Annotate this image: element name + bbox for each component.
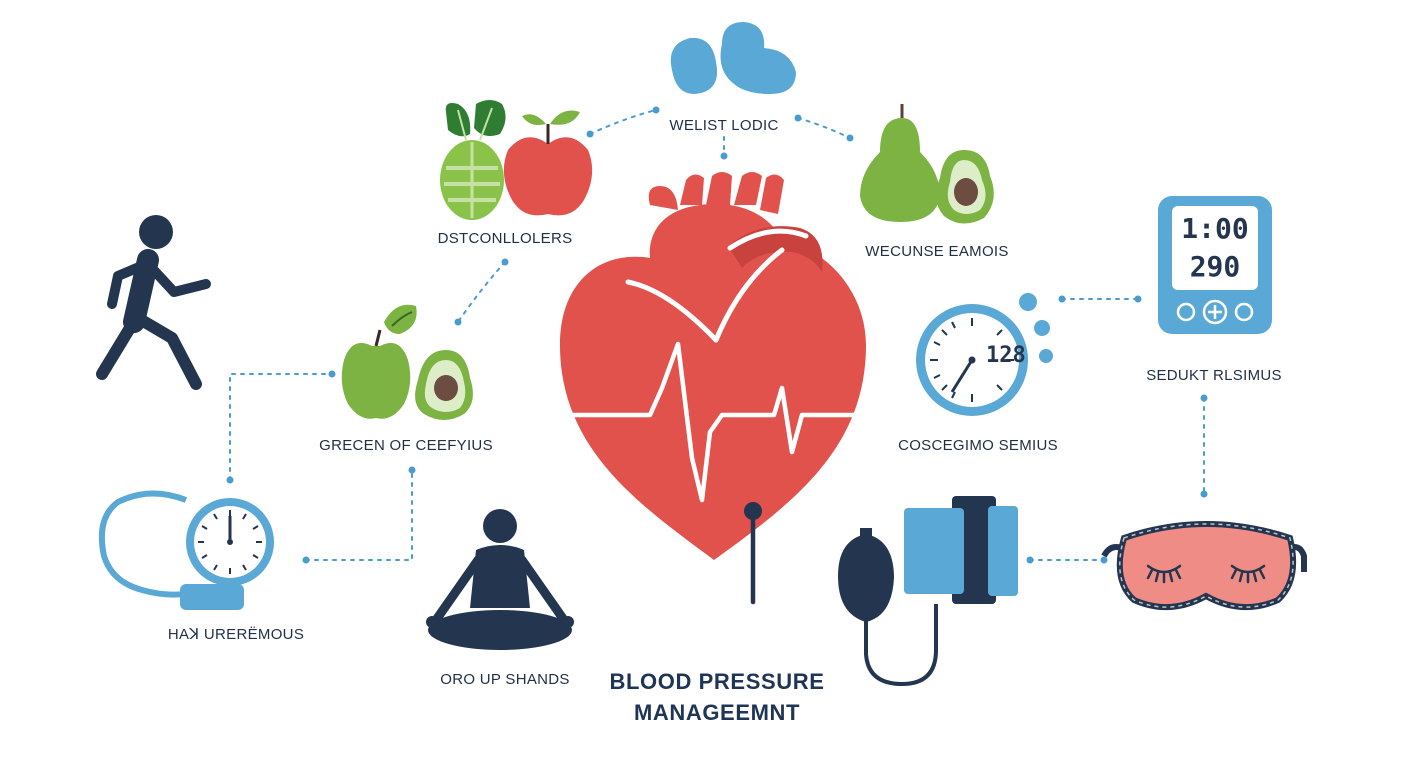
monitor-readout-bottom: 290	[1190, 250, 1241, 283]
label-sleep-rhythms: SEDUKT RLSIMUS	[1146, 367, 1282, 384]
gauge-readout: 128	[986, 343, 1026, 368]
apple-icon	[503, 110, 593, 216]
digital-monitor-icon: 1:00 290	[1158, 196, 1272, 334]
vegetables-icon	[440, 100, 506, 220]
title-line-1: BLOOD PRESSURE	[609, 669, 825, 694]
gauge-icon: 128	[916, 304, 1028, 416]
page-title: BLOOD PRESSURE MANAGEEMNT	[610, 666, 825, 728]
label-whole-foods: WECUNSE EAMOIS	[865, 243, 1009, 260]
label-weight-logic: WELIST LODIC	[669, 117, 779, 134]
label-stress-levels: COSCEGIMO SEMIUS	[898, 437, 1058, 454]
heart-icon	[559, 172, 869, 605]
connector-stopwatch-green	[305, 469, 413, 561]
label-heart-rate: HAꓘ URERËMOUS	[167, 626, 305, 643]
meditation-icon	[426, 509, 574, 650]
title-line-2: MANAGEEMNT	[633, 700, 801, 725]
avocado-icon	[935, 150, 994, 224]
kidneys-icon	[670, 22, 796, 94]
pear-icon	[860, 104, 940, 222]
connector-dots	[226, 106, 1208, 564]
connector-kidneys-left	[589, 109, 657, 135]
label-dash-nodes: DSTCONLLOLERS	[437, 230, 573, 247]
green-apple-icon	[341, 304, 417, 419]
connector-runner-green	[229, 373, 333, 481]
label-relax: ORO UP SHANDS	[440, 671, 570, 688]
connector-kidneys-right	[797, 117, 851, 139]
label-green-foods: GRECEN OF CEEFYIUS	[319, 437, 493, 454]
bp-cuff-icon	[838, 496, 1018, 687]
monitor-readout-top: 1:00	[1181, 212, 1248, 245]
stopwatch-icon	[98, 490, 274, 610]
connectors	[229, 109, 1205, 561]
sleep-mask-icon	[1101, 521, 1307, 611]
bubble-dots	[1019, 293, 1053, 363]
avocado-half-icon	[415, 350, 473, 420]
connector-veggies-green	[457, 261, 506, 323]
running-person-icon	[96, 215, 211, 390]
